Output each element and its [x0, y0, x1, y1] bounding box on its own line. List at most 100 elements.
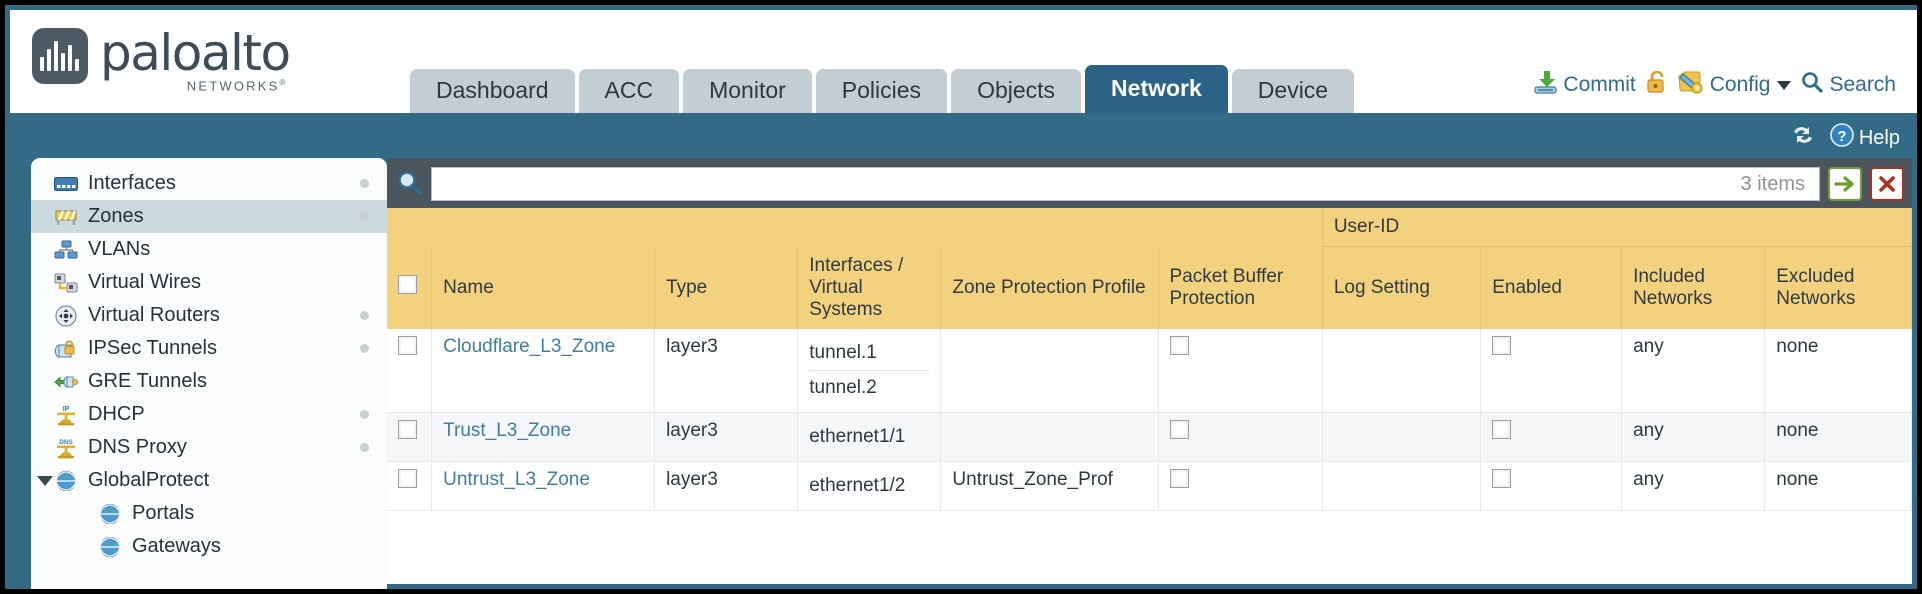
- select-all-checkbox[interactable]: [398, 275, 417, 294]
- row-checkbox[interactable]: [398, 335, 417, 355]
- virtual-wires-icon: [53, 272, 79, 294]
- column-header-name[interactable]: Name: [431, 246, 656, 329]
- tab-objects[interactable]: Objects: [951, 69, 1082, 113]
- column-header-log-setting[interactable]: Log Setting: [1322, 246, 1482, 329]
- portals-icon: [97, 503, 123, 525]
- cell-excluded-networks: none: [1764, 328, 1912, 413]
- cell-userid-enabled[interactable]: [1480, 412, 1623, 462]
- sidebar-item-virtual-wires[interactable]: Virtual Wires: [31, 266, 387, 299]
- sidebar-item-dhcp[interactable]: IP DHCP: [31, 398, 387, 431]
- config-label: Config: [1709, 73, 1771, 96]
- refresh-icon[interactable]: [1790, 123, 1816, 153]
- commit-button[interactable]: Commit: [1532, 69, 1636, 101]
- arrow-right-icon: [1834, 176, 1854, 192]
- packet-buffer-protection-checkbox[interactable]: [1169, 419, 1189, 439]
- svg-text:DNS: DNS: [59, 439, 73, 446]
- cell-name[interactable]: Trust_L3_Zone: [431, 412, 656, 462]
- tab-acc[interactable]: ACC: [578, 69, 680, 113]
- sidebar-status-dot: [360, 311, 369, 320]
- column-header-excluded-networks[interactable]: Excluded Networks: [1764, 246, 1912, 329]
- column-header-interfaces[interactable]: Interfaces / Virtual Systems: [797, 246, 942, 329]
- sidebar-item-portals[interactable]: Portals: [31, 497, 387, 530]
- column-header-zone-protection-profile[interactable]: Zone Protection Profile: [940, 246, 1159, 329]
- zone-name-link[interactable]: Cloudflare_L3_Zone: [443, 335, 616, 357]
- cell-included-networks: any: [1621, 412, 1766, 462]
- chevron-down-icon[interactable]: [37, 475, 53, 486]
- sidebar-item-label: Interfaces: [88, 172, 176, 194]
- cell-packet-buffer-protection[interactable]: [1158, 461, 1323, 511]
- close-icon: [1879, 176, 1895, 192]
- select-all-header[interactable]: [387, 246, 433, 329]
- tab-monitor[interactable]: Monitor: [683, 69, 812, 113]
- item-count-label: 3 items: [1740, 172, 1805, 195]
- main-content: 3 items: [387, 158, 1912, 584]
- sidebar-item-label: Zones: [88, 205, 144, 227]
- sidebar-item-label: Virtual Routers: [88, 304, 220, 326]
- row-select-cell[interactable]: [387, 328, 433, 413]
- help-label: Help: [1858, 126, 1900, 149]
- help-button[interactable]: ? Help: [1830, 123, 1900, 153]
- search-button[interactable]: Search: [1800, 70, 1896, 100]
- column-header-type[interactable]: Type: [654, 246, 799, 329]
- cell-userid-enabled[interactable]: [1480, 461, 1623, 511]
- sidebar-item-dns-proxy[interactable]: DNS DNS Proxy: [31, 431, 387, 464]
- filter-search-icon[interactable]: [395, 168, 423, 201]
- sidebar-item-globalprotect[interactable]: GlobalProtect: [31, 464, 387, 497]
- column-header-userid-enabled[interactable]: Enabled: [1480, 246, 1623, 329]
- column-header-included-networks[interactable]: Included Networks: [1621, 246, 1766, 329]
- table-row[interactable]: Cloudflare_L3_Zone layer3 tunnel.1 tunne…: [387, 328, 1912, 413]
- cell-packet-buffer-protection[interactable]: [1158, 328, 1323, 413]
- sidebar-item-gateways[interactable]: Gateways: [31, 530, 387, 563]
- sidebar-status-dot: [360, 344, 369, 353]
- cell-type: layer3: [654, 412, 799, 462]
- search-input[interactable]: 3 items: [431, 167, 1820, 201]
- sidebar-item-gre-tunnels[interactable]: GRE Tunnels: [31, 365, 387, 398]
- sidebar-item-label: GRE Tunnels: [88, 370, 207, 392]
- sidebar-item-virtual-routers[interactable]: Virtual Routers: [31, 299, 387, 332]
- table-row[interactable]: Untrust_L3_Zone layer3 ethernet1/2 Untru…: [387, 461, 1912, 511]
- sidebar-item-zones[interactable]: Zones: [31, 200, 387, 233]
- tab-dashboard[interactable]: Dashboard: [410, 69, 575, 113]
- cell-name[interactable]: Cloudflare_L3_Zone: [431, 328, 656, 413]
- sidebar-item-vlans[interactable]: VLANs: [31, 233, 387, 266]
- cell-packet-buffer-protection[interactable]: [1158, 412, 1323, 462]
- sidebar-status-dot: [360, 212, 369, 221]
- row-select-cell[interactable]: [387, 461, 433, 511]
- globalprotect-icon: [53, 470, 79, 492]
- userid-enabled-checkbox[interactable]: [1492, 419, 1512, 439]
- userid-enabled-checkbox[interactable]: [1492, 468, 1512, 488]
- cell-type: layer3: [654, 328, 799, 413]
- lock-button[interactable]: [1645, 69, 1669, 101]
- zone-name-link[interactable]: Untrust_L3_Zone: [443, 468, 590, 490]
- table-group-header-row: User-ID: [387, 208, 1912, 247]
- tab-policies[interactable]: Policies: [815, 69, 948, 113]
- row-checkbox[interactable]: [398, 419, 417, 439]
- commit-label: Commit: [1563, 73, 1636, 96]
- logo-mark-icon: [32, 28, 88, 84]
- row-checkbox[interactable]: [398, 468, 417, 488]
- column-header-packet-buffer-protection[interactable]: Packet Buffer Protection: [1158, 246, 1323, 329]
- sidebar-item-ipsec-tunnels[interactable]: IPSec Tunnels: [31, 332, 387, 365]
- cell-included-networks: any: [1621, 461, 1766, 511]
- gateways-icon: [97, 536, 123, 558]
- apply-filter-button[interactable]: [1828, 167, 1862, 201]
- zone-name-link[interactable]: Trust_L3_Zone: [443, 419, 572, 441]
- clear-filter-button[interactable]: [1870, 167, 1904, 201]
- tab-device[interactable]: Device: [1231, 69, 1355, 113]
- group-header-spacer: [387, 208, 1323, 247]
- zones-table: User-ID Name Type Interfaces / Virtual S…: [387, 208, 1912, 511]
- packet-buffer-protection-checkbox[interactable]: [1169, 468, 1189, 488]
- cell-userid-enabled[interactable]: [1480, 328, 1623, 413]
- config-button[interactable]: Config: [1678, 69, 1792, 101]
- userid-enabled-checkbox[interactable]: [1492, 335, 1512, 355]
- chevron-down-icon[interactable]: [1777, 80, 1792, 90]
- logo-sub-wordmark: NETWORKS®: [186, 78, 288, 94]
- cell-name[interactable]: Untrust_L3_Zone: [431, 461, 656, 511]
- tab-network[interactable]: Network: [1085, 65, 1228, 113]
- zones-icon: [53, 206, 79, 228]
- sidebar-item-interfaces[interactable]: Interfaces: [31, 167, 387, 200]
- row-select-cell[interactable]: [387, 412, 433, 462]
- dhcp-icon: IP: [53, 404, 79, 426]
- table-row[interactable]: Trust_L3_Zone layer3 ethernet1/1: [387, 412, 1912, 462]
- packet-buffer-protection-checkbox[interactable]: [1169, 335, 1189, 355]
